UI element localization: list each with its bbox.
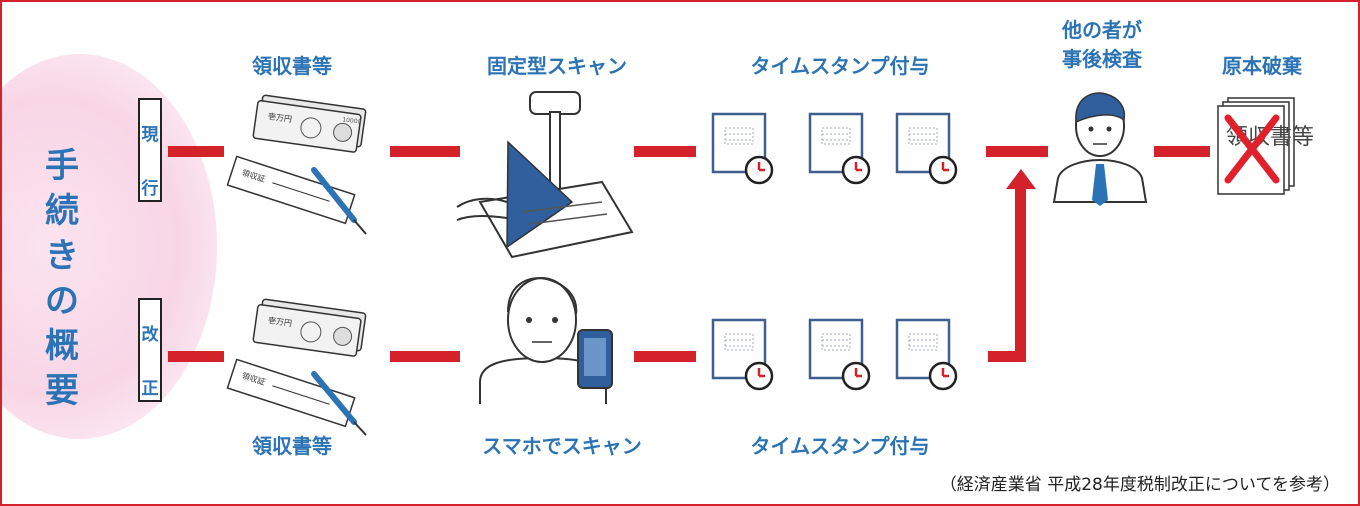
label-inspection: 他の者が 事後検査 [1062,18,1142,71]
bill-text-top: 壱万円 [267,111,292,124]
label-phone-scan: スマホでスキャン [482,434,642,458]
timestamp-docs-bottom [711,318,958,391]
label-receipts-top: 領収書等 [252,54,332,78]
row-label-current: 現行 [138,98,162,202]
row-label-revised: 改正 [138,298,162,402]
label-timestamp-bottom: タイムスタンプ付与 [750,434,930,458]
bill-number-top: 10000 [342,116,362,126]
fixed-scanner-icon [456,91,634,259]
label-receipts-bottom: 領収書等 [252,434,332,458]
discarded-document-icon: 領収書等 [1217,97,1314,195]
source-note: （経済産業省 平成28年度税制改正についてを参考） [939,475,1340,495]
label-timestamp-top: タイムスタンプ付与 [750,54,930,78]
row-label-revised-text: 改正 [141,325,159,399]
connectors-current [168,146,1210,157]
label-discard: 原本破棄 [1222,54,1302,78]
smartphone-user-icon [479,277,613,404]
side-title: 手続きの概要 [45,146,79,411]
label-fixed-scan: 固定型スキャン [487,54,627,78]
bill-text-bottom: 壱万円 [267,315,292,328]
connectors-revised [168,169,1036,362]
row-label-current-text: 現行 [141,125,159,199]
receipts-top-illustration: 壱万円 10000 領収証 [226,94,367,235]
timestamp-docs-top [711,112,958,185]
receipts-bottom-illustration: 壱万円 領収証 [226,298,367,436]
inspector-person-icon [1052,92,1148,206]
side-title-background [2,54,217,439]
